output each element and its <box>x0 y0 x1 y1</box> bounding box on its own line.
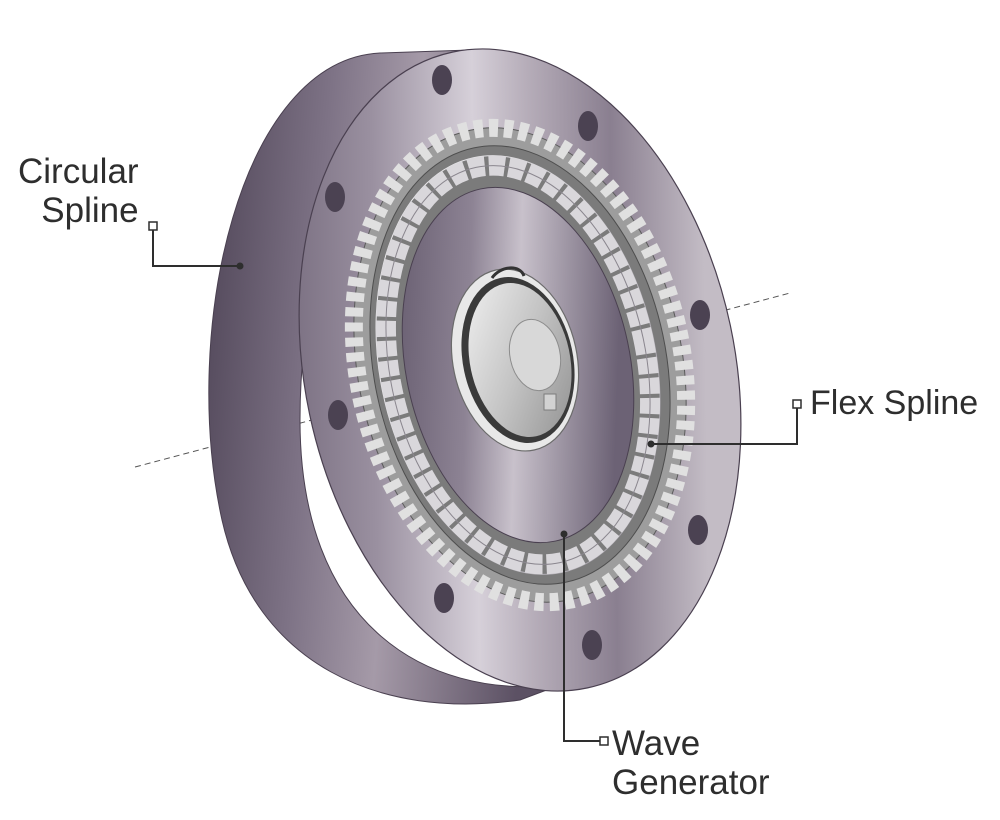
bolt-holes <box>325 65 710 660</box>
bolt-hole-icon <box>578 111 598 141</box>
callout-dot-icon <box>236 262 244 270</box>
flex-spline-leader <box>651 404 798 445</box>
circular-spline-label-line1: Circular <box>18 152 139 191</box>
callouts <box>148 221 802 746</box>
callout-dot-icon <box>647 440 655 448</box>
bearing-ring <box>375 155 661 575</box>
wave-generator-label-line1: Wave <box>612 724 701 763</box>
wave-generator-label-line2: Generator <box>612 763 770 803</box>
bolt-hole-icon <box>688 515 708 545</box>
callout-dot-icon <box>560 530 568 538</box>
wave-generator-label: Wave Generator <box>612 724 770 802</box>
bolt-hole-icon <box>690 300 710 330</box>
callout-square-icon <box>792 399 802 409</box>
bolt-hole-icon <box>432 65 452 95</box>
circular-spline-label-line2: Spline <box>41 191 139 231</box>
bolt-hole-icon <box>328 400 348 430</box>
bolt-hole-icon <box>325 182 345 212</box>
wave-generator <box>401 186 635 544</box>
callout-square-icon <box>599 736 609 746</box>
wave-generator-leader <box>563 534 603 742</box>
circular-spline-leader <box>152 226 240 267</box>
bolt-hole-icon <box>582 630 602 660</box>
bolt-hole-icon <box>434 583 454 613</box>
flex-spline-label: Flex Spline <box>810 384 979 422</box>
circular-spline-label: Circular Spline <box>18 152 139 230</box>
callout-square-icon <box>148 221 158 231</box>
